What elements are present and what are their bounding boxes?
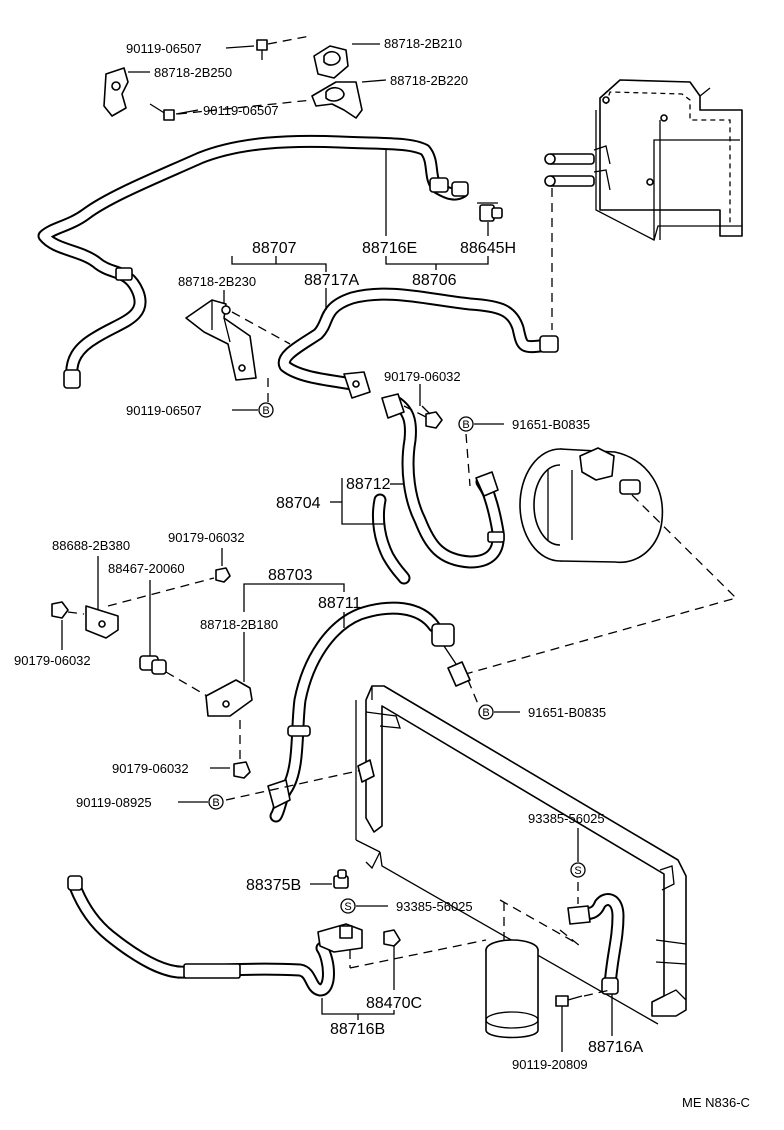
marker-b-1: B	[258, 402, 274, 418]
label-88707: 88707	[252, 240, 297, 257]
svg-text:S: S	[344, 901, 351, 913]
label-90119-20809: 90119-20809	[512, 1057, 588, 1072]
leader-91651-a	[465, 433, 471, 487]
nut-90179-06032-c	[233, 761, 251, 779]
label-93385-56025-a: 93385-56025	[528, 811, 605, 826]
label-88718-2b230: 88718-2B230	[178, 274, 256, 289]
pipe-88716a	[571, 893, 625, 993]
marker-b-3: B	[478, 704, 494, 720]
label-90119-06507-a: 90119-06507	[126, 41, 202, 56]
svg-text:B: B	[482, 707, 489, 719]
clamp-88718-2b250	[103, 67, 129, 117]
label-88711: 88711	[318, 595, 361, 612]
label-90119-06507-c: 90119-06507	[126, 403, 202, 418]
hose-fitting-88711	[267, 623, 471, 809]
label-88645h: 88645H	[460, 240, 516, 257]
label-88716e: 88716E	[362, 240, 417, 257]
svg-text:B: B	[262, 405, 269, 417]
label-88718-2b220: 88718-2B220	[390, 73, 468, 88]
oring-88470c	[383, 929, 401, 947]
bolt-90119-06507-mid	[149, 103, 175, 121]
marker-s-1: S	[570, 862, 586, 878]
label-88718-2b250: 88718-2B250	[154, 65, 232, 80]
leader-93385-b	[499, 899, 579, 945]
label-90119-08925: 90119-08925	[76, 795, 152, 810]
part-labels: 90119-06507 88718-2B210 88718-2B250 8871…	[14, 36, 750, 1110]
label-90119-06507-b: 90119-06507	[203, 103, 279, 118]
label-88703: 88703	[268, 567, 313, 584]
leader-bracket-2b230	[231, 311, 291, 345]
leader-nut-left	[67, 611, 85, 615]
label-88467-20060: 88467-20060	[108, 561, 185, 576]
receiver-drier	[485, 939, 539, 1039]
leader-bracket-2b380	[107, 577, 215, 607]
leader-90119-08925	[225, 769, 363, 801]
label-90179-06032-c: 90179-06032	[14, 653, 91, 668]
clamp-88718-2b210	[313, 45, 349, 79]
leader-top-bolt2	[177, 99, 313, 115]
bracket-88718-2b180	[205, 679, 253, 717]
hose-fitting-88717a	[343, 335, 559, 399]
leader-top-bolt	[267, 35, 311, 45]
label-88718-2b180: 88718-2B180	[200, 617, 278, 632]
leader-93385-a2	[559, 929, 581, 947]
label-88706: 88706	[412, 272, 457, 289]
svg-text:B: B	[212, 797, 219, 809]
marker-b-2: B	[458, 416, 474, 432]
pipe-fitting-88716a	[567, 905, 619, 995]
pressure-switch-88645h	[477, 202, 503, 222]
bolt-90119-06507-top	[256, 39, 268, 60]
cap-88375b	[333, 869, 349, 889]
pipe-88704	[371, 493, 411, 585]
label-90179-06032-a: 90179-06032	[384, 369, 461, 384]
bolt-90119-20809	[555, 995, 583, 1007]
clamp-88718-2b220	[311, 81, 363, 119]
label-93385-56025-b: 93385-56025	[396, 899, 473, 914]
nut-90179-06032-left	[51, 601, 69, 619]
hose-fitting-88712	[381, 393, 505, 543]
bracket-88718-2b230	[185, 299, 257, 381]
marker-b-4: B	[208, 794, 224, 810]
hose-88712	[389, 395, 505, 569]
hose-fitting-88716e	[63, 177, 469, 389]
svg-text:B: B	[462, 419, 469, 431]
label-88375b: 88375B	[246, 877, 301, 894]
marker-s-2: S	[340, 898, 356, 914]
label-91651-b0835-a: 91651-B0835	[512, 417, 590, 432]
label-88717a: 88717A	[304, 272, 359, 289]
leader-88711-bolt	[467, 679, 479, 705]
pipe-upper-suction	[37, 134, 469, 385]
nut-90179-06032-a	[425, 411, 443, 429]
compressor	[519, 447, 664, 563]
diagram-code: ME N836-C	[682, 1095, 750, 1110]
label-88718-2b210: 88718-2B210	[384, 36, 462, 51]
leader-bolt-20809	[583, 989, 611, 997]
label-88716b: 88716B	[330, 1021, 385, 1038]
label-88688-2b380: 88688-2B380	[52, 538, 130, 553]
leader-88716b-2	[349, 939, 487, 969]
label-88470c: 88470C	[366, 995, 422, 1012]
bracket-88688-2b380	[85, 605, 119, 639]
label-90179-06032-d: 90179-06032	[112, 761, 189, 776]
label-91651-b0835-b: 91651-B0835	[528, 705, 606, 720]
callout-lines	[61, 43, 613, 1052]
pipe-fitting-88716b	[67, 875, 363, 979]
leader-nut-a	[403, 405, 429, 419]
condenser	[355, 685, 687, 1025]
label-88716a: 88716A	[588, 1039, 643, 1056]
label-88704: 88704	[276, 495, 321, 512]
svg-text:S: S	[574, 865, 581, 877]
valve-88467-20060	[139, 655, 167, 675]
leader-compressor	[461, 494, 738, 676]
nut-90179-06032-b	[215, 567, 231, 583]
label-88712: 88712	[346, 476, 391, 493]
label-90179-06032-b: 90179-06032	[168, 530, 245, 545]
evaporator-unit	[544, 79, 743, 241]
pipe-88717a	[277, 287, 547, 391]
